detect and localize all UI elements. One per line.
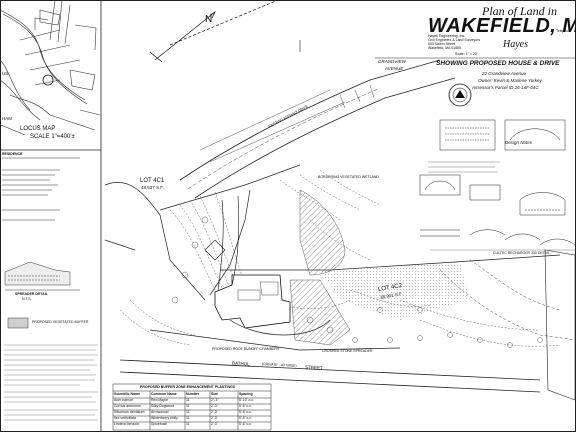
table-cell: Arrowwood bbox=[151, 410, 169, 414]
firm-signature: Hayes bbox=[503, 39, 528, 50]
vegetated-buffer-label: PROPOSED VEGETATED BUFFER bbox=[32, 320, 89, 324]
table-cell: Red Maple bbox=[151, 398, 168, 402]
table-cell: 2'-3' bbox=[211, 404, 218, 408]
table-cell: 11 bbox=[186, 404, 190, 408]
table-cell: 11 bbox=[186, 398, 190, 402]
table-cell: Silky Dogwood bbox=[151, 404, 175, 408]
table-cell: 2'-3' bbox=[211, 410, 218, 414]
table-header-cell: Scientific Name bbox=[114, 391, 141, 396]
spreader-detail-label: SPREADER DETAIL bbox=[15, 292, 48, 296]
locus-place-ham: HAM bbox=[2, 116, 12, 121]
table-cell: 5'-6' o.c. bbox=[239, 422, 253, 426]
table-header-cell: Spacing bbox=[239, 391, 253, 396]
table-cell: 5'-6' o.c. bbox=[239, 410, 253, 414]
table-cell: 5'-6' o.c. bbox=[239, 404, 253, 408]
firm-phone: Telephon bbox=[556, 29, 571, 33]
cultec-detail-label: CULTEC RECHARGER 330 DETAIL bbox=[493, 251, 550, 255]
cultec-note-label: PROPOSED ROOF RUNOFF CHAMBERS bbox=[212, 347, 280, 351]
title-line2: WAKEFIELD, M bbox=[428, 15, 576, 37]
title-owner: Owner: Kevin & Marlene Yorkey bbox=[478, 78, 542, 83]
table-cell: 11 bbox=[186, 410, 190, 414]
proposed-house bbox=[214, 274, 291, 329]
table-header-cell: Common Name bbox=[151, 391, 177, 396]
locus-scale: SCALE 1"=400'± bbox=[30, 134, 75, 140]
table-cell: Spicebush bbox=[151, 422, 168, 426]
wetland-flag-label: BORDERING VEGETATED WETLAND bbox=[318, 175, 379, 179]
title-subtitle: SHOWING PROPOSED HOUSE & DRIVE bbox=[436, 60, 560, 67]
grandview-avenue-road bbox=[179, 59, 456, 199]
planting-table bbox=[112, 383, 272, 431]
firm-name: Hayes Engineering, Inc. bbox=[428, 34, 466, 38]
table-cell: 5'-6' o.c. bbox=[239, 416, 253, 420]
locus-title: LOCUS MAP bbox=[20, 126, 56, 132]
avenue-label: AVENUE bbox=[385, 66, 404, 71]
locus-place-us: US bbox=[2, 71, 9, 76]
spreader-nts: N.T.S. bbox=[22, 297, 32, 301]
table-cell: Winterberry Holly bbox=[151, 416, 178, 420]
table-cell: 2"-3" bbox=[211, 398, 219, 402]
table-cell: Cornus amomum bbox=[114, 404, 141, 408]
title-parcel: Assessor's Parcel ID 26-14F-04C bbox=[472, 85, 539, 90]
grandview-label: GRANDVIEW bbox=[378, 59, 406, 64]
design-notes-label: Design Notes bbox=[505, 140, 533, 145]
firm-services: Civil Engineers & Land Surveyors bbox=[428, 38, 481, 42]
firm-scale: Scale: 1" = 20' bbox=[455, 52, 478, 56]
engineer-seal bbox=[448, 83, 472, 107]
table-cell: 11 bbox=[186, 422, 190, 426]
table-cell: Ilex verticillata bbox=[114, 416, 136, 420]
street-label: STREET bbox=[304, 364, 323, 371]
table-cell: Viburnum dentatum bbox=[114, 410, 145, 414]
north-arrow-label: N bbox=[205, 14, 212, 25]
table-cell: 8'-10' o.c. bbox=[239, 398, 254, 402]
table-cell: Acer rubrum bbox=[114, 398, 134, 402]
table-title: PROPOSED BUFFER ZONE ENHANCEMENT PLANTIN… bbox=[140, 385, 236, 389]
crushed-stone-label: CRUSHED STONE SPREADER bbox=[322, 349, 373, 353]
buffer-hatch-area bbox=[289, 279, 351, 346]
table-cell: 11 bbox=[186, 416, 190, 420]
table-cell: Lindera benzoin bbox=[114, 422, 139, 426]
title-address: 22 Grandview Avenue bbox=[482, 71, 527, 76]
lot-4c1-area: 48,537 S.F. bbox=[141, 185, 164, 190]
residence-label: RESIDENCE bbox=[2, 152, 23, 156]
firm-street: 603 Salem Street bbox=[428, 42, 456, 46]
cultec-details bbox=[419, 119, 576, 246]
bathol-label: BATHOL bbox=[231, 360, 250, 367]
table-header-cell: Size bbox=[211, 391, 219, 396]
table-cell: 2'-3' bbox=[211, 416, 218, 420]
title-line1: Plan of Land in bbox=[482, 4, 558, 18]
lot-4c1-label: LOT 4C1 bbox=[140, 178, 165, 184]
table-header-cell: Number bbox=[186, 391, 200, 396]
firm-city: Wakefield, MA 01880 bbox=[428, 46, 461, 50]
locus-map bbox=[0, 0, 101, 136]
table-cell: 2'-3' bbox=[211, 422, 218, 426]
wetland-hatch-area bbox=[299, 189, 346, 276]
